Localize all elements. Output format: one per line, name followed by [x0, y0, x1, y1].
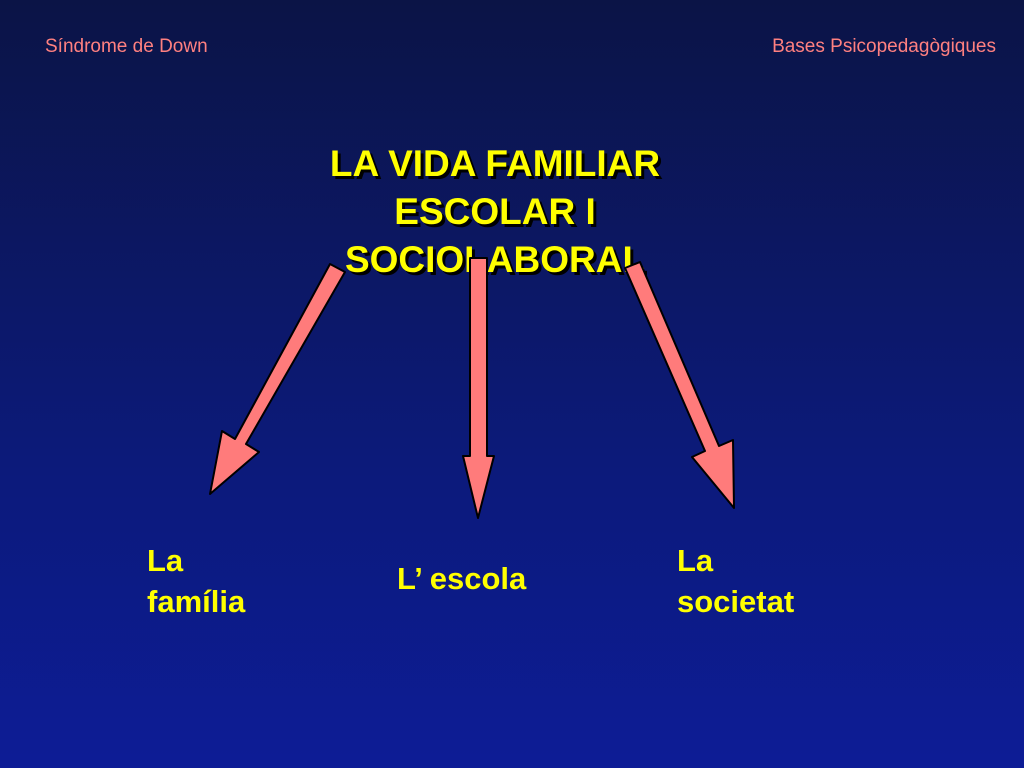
- title-line-2: ESCOLAR I: [394, 191, 596, 232]
- title-line-1: LA VIDA FAMILIAR: [329, 143, 661, 184]
- label-escola: L’ escola: [397, 558, 526, 599]
- header-topic: Síndrome de Down: [45, 36, 208, 57]
- label-societat: La societat: [677, 540, 794, 622]
- label-societat-line-2: societat: [677, 584, 795, 619]
- arrow-to-familia: [209, 263, 346, 495]
- arrow-to-societat: [624, 261, 735, 509]
- label-familia: La família: [147, 540, 245, 622]
- slide-title: LA VIDA FAMILIAR ESCOLAR I SOCIOLABORAL: [260, 140, 730, 284]
- title-line-3: SOCIOLABORAL: [344, 239, 646, 280]
- header-course: Bases Psicopedagògiques: [772, 36, 996, 57]
- label-familia-line-1: La: [147, 543, 184, 578]
- arrow-to-escola: [462, 257, 495, 519]
- label-societat-line-1: La: [677, 543, 714, 578]
- label-escola-line-1: L’ escola: [397, 561, 527, 596]
- label-familia-line-2: família: [147, 584, 246, 619]
